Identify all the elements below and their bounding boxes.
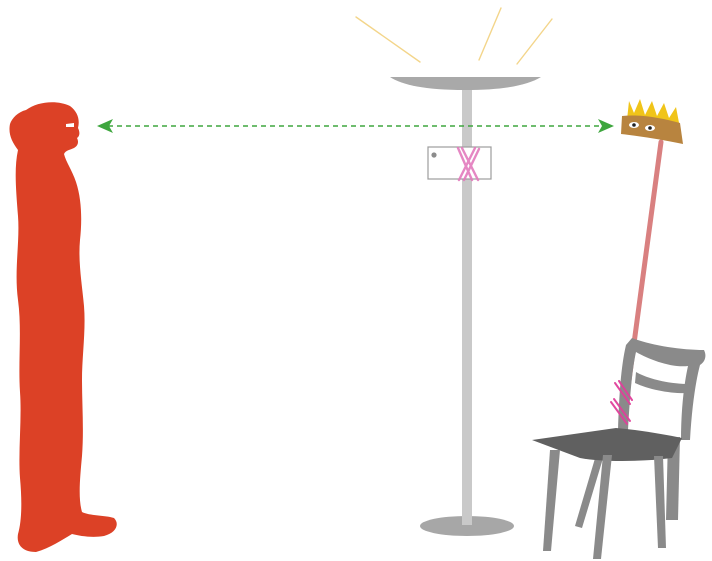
person-silhouette — [9, 102, 116, 552]
chair-front-leg-left — [543, 450, 560, 551]
floor-lamp — [390, 77, 541, 536]
gaze-arrow — [97, 119, 614, 133]
chair — [532, 338, 705, 559]
lamp-shade — [390, 77, 541, 90]
lamp-sign — [428, 147, 491, 180]
light-rays — [356, 8, 552, 64]
sign-dot — [431, 152, 436, 157]
arrowhead-right — [598, 119, 614, 133]
